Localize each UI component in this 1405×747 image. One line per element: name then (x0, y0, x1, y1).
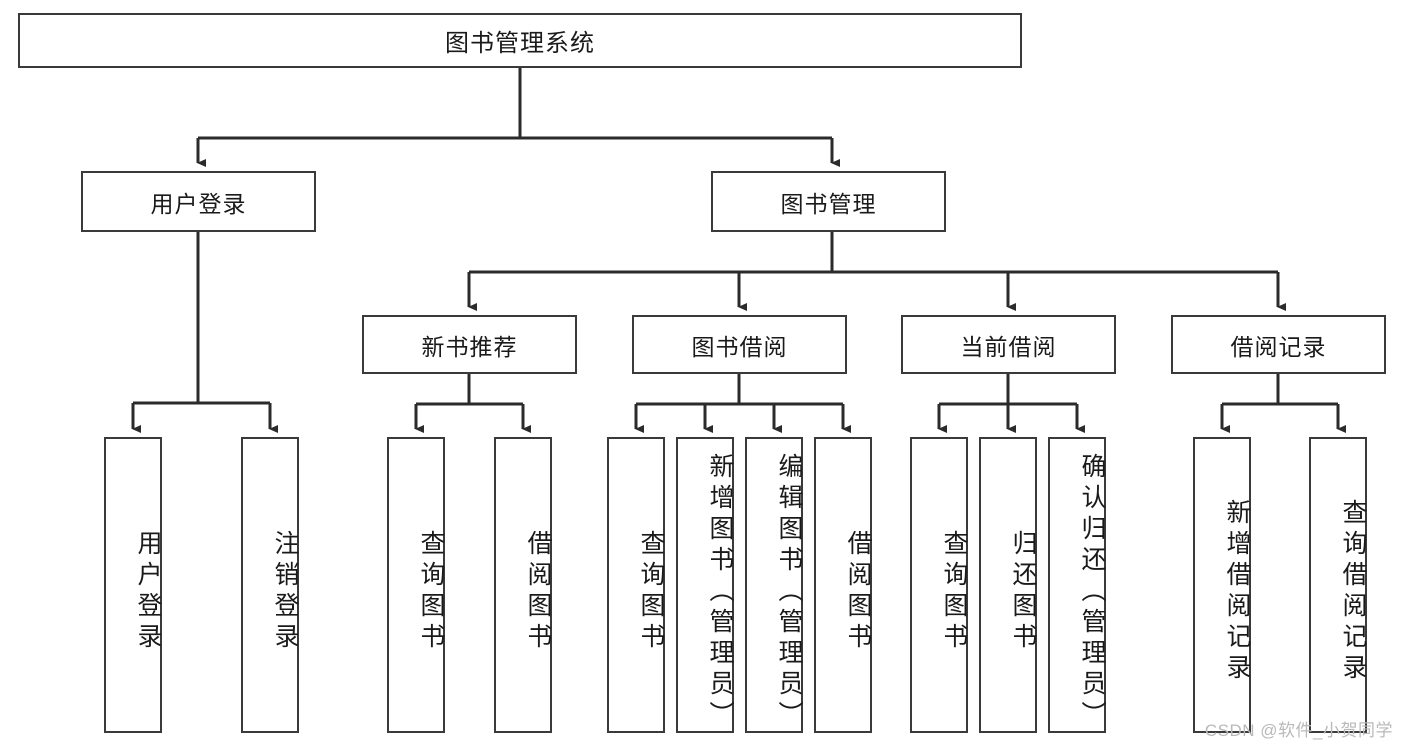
node-leaf-query-book-2[interactable]: 查询图书 (607, 437, 665, 733)
node-leaf-borrow-book-1[interactable]: 借阅图书 (494, 437, 552, 733)
node-label: 新增借阅记录 (1223, 499, 1251, 685)
node-user-login[interactable]: 用户登录 (81, 171, 316, 232)
node-label: 借阅图书 (844, 530, 872, 654)
node-leaf-add-book[interactable]: 新增图书（管理员） (676, 437, 734, 733)
node-system-root[interactable]: 图书管理系统 (18, 13, 1022, 68)
node-label: 查询图书 (417, 530, 445, 654)
node-label: 当前借阅 (960, 333, 1057, 360)
node-new-book-recommend[interactable]: 新书推荐 (362, 315, 577, 374)
node-current-borrow[interactable]: 当前借阅 (901, 315, 1116, 374)
node-leaf-user-login[interactable]: 用户登录 (104, 437, 162, 733)
node-label: 用户登录 (150, 190, 247, 217)
node-label: 新增图书（管理员） (706, 453, 734, 732)
node-leaf-edit-book[interactable]: 编辑图书（管理员） (745, 437, 803, 733)
node-label: 查询图书 (637, 530, 665, 654)
node-label: 用户登录 (134, 530, 162, 654)
node-book-borrow[interactable]: 图书借阅 (632, 315, 847, 374)
node-label: 图书管理 (780, 190, 877, 217)
node-label: 注销登录 (271, 530, 299, 654)
node-borrow-record[interactable]: 借阅记录 (1171, 315, 1386, 374)
node-label: 查询借阅记录 (1339, 499, 1367, 685)
node-leaf-query-book-3[interactable]: 查询图书 (910, 437, 968, 733)
node-label: 借阅图书 (524, 530, 552, 654)
node-label: 新书推荐 (421, 333, 518, 360)
node-label: 归还图书 (1009, 530, 1037, 654)
node-label: 图书管理系统 (445, 30, 595, 57)
node-label: 查询图书 (940, 530, 968, 654)
node-leaf-borrow-book-2[interactable]: 借阅图书 (814, 437, 872, 733)
node-book-manage[interactable]: 图书管理 (711, 171, 946, 232)
node-leaf-add-record[interactable]: 新增借阅记录 (1193, 437, 1251, 733)
node-leaf-query-book-1[interactable]: 查询图书 (387, 437, 445, 733)
watermark-text: CSDN @软件_小贺同学 (1204, 721, 1393, 740)
node-leaf-confirm-return[interactable]: 确认归还（管理员） (1048, 437, 1106, 733)
node-leaf-query-record[interactable]: 查询借阅记录 (1309, 437, 1367, 733)
node-label: 编辑图书（管理员） (775, 453, 803, 732)
node-leaf-logout-login[interactable]: 注销登录 (241, 437, 299, 733)
node-leaf-return-book[interactable]: 归还图书 (979, 437, 1037, 733)
node-label: 图书借阅 (691, 333, 788, 360)
node-label: 借阅记录 (1230, 333, 1327, 360)
node-label: 确认归还（管理员） (1078, 453, 1106, 732)
